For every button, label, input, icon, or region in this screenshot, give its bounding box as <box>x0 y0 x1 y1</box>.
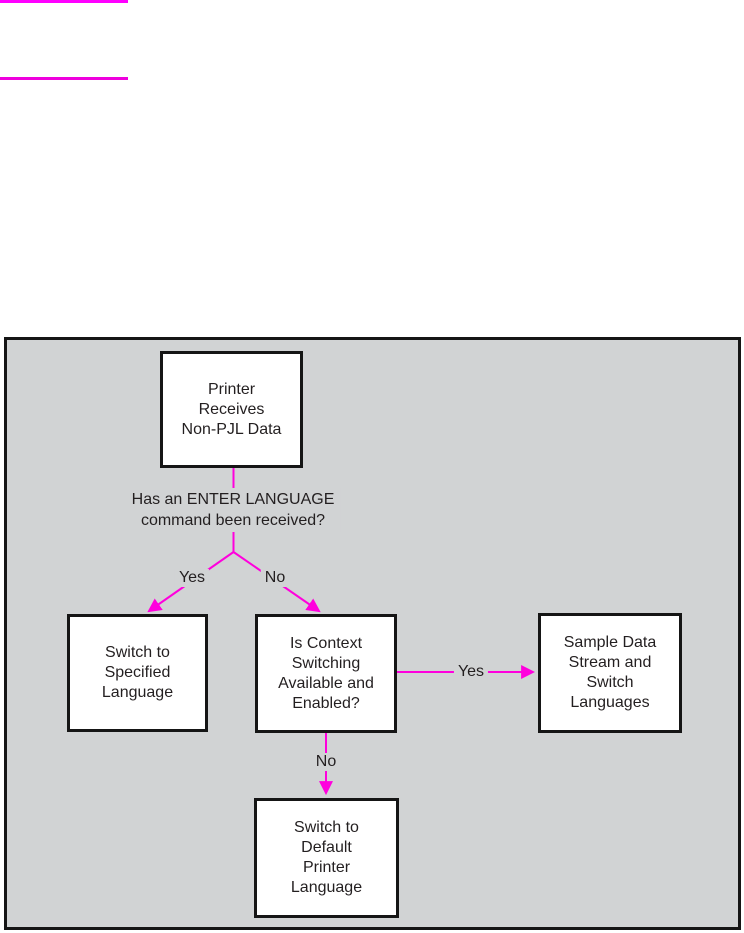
node-context-switching: Is Context Switching Available and Enabl… <box>255 614 397 733</box>
magenta-rule-top <box>0 0 128 3</box>
label-context-switch-yes: Yes <box>453 663 489 681</box>
node-sample-data-stream: Sample Data Stream and Switch Languages <box>538 613 682 733</box>
flowchart-panel: Has an ENTER LANGUAGE command been recei… <box>4 337 741 930</box>
node-switch-default-language: Switch to Default Printer Language <box>254 798 399 918</box>
label-context-switch-no: No <box>311 753 341 771</box>
node-switch-specified-language: Switch to Specified Language <box>67 614 208 732</box>
node-printer-receives: Printer Receives Non-PJL Data <box>160 351 303 468</box>
label-enter-language-yes: Yes <box>174 569 210 587</box>
decision-question-text: Has an ENTER LANGUAGE command been recei… <box>125 488 341 532</box>
flowchart-canvas: Has an ENTER LANGUAGE command been recei… <box>4 337 741 930</box>
label-enter-language-no: No <box>260 569 290 587</box>
magenta-rule-bottom <box>0 77 128 80</box>
